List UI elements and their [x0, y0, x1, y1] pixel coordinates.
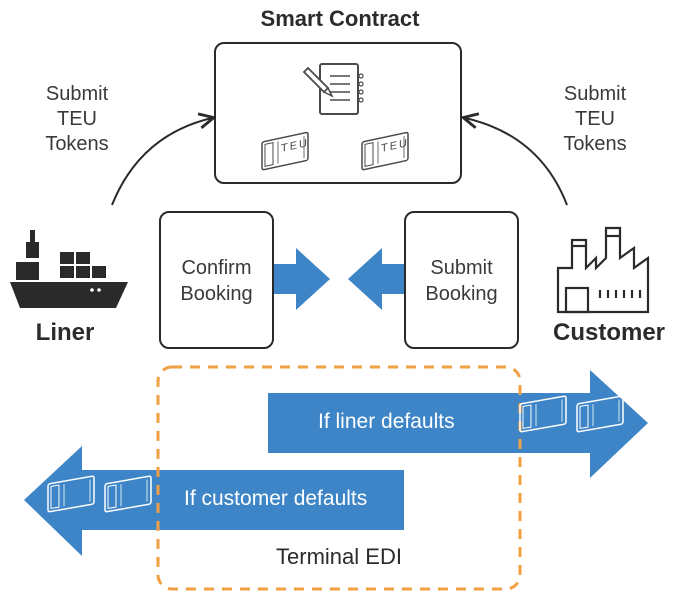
ship-icon — [10, 230, 128, 308]
customer-label: Customer — [552, 319, 666, 346]
line: Tokens — [563, 133, 627, 155]
line: Booking — [180, 283, 253, 305]
submit-booking-box: Submit Booking — [404, 211, 519, 349]
customer-defaults-label: If customer defaults — [184, 487, 368, 510]
customer-defaults-arrow — [24, 446, 404, 556]
liner-to-contract-arrow — [111, 118, 212, 206]
confirm-booking-label: Confirm Booking — [161, 255, 272, 307]
line: TEU — [575, 108, 615, 130]
confirm-booking-arrow — [274, 248, 330, 310]
confirm-booking-box: Confirm Booking — [159, 211, 274, 349]
factory-icon — [556, 226, 650, 314]
submit-booking-label: Submit Booking — [406, 255, 517, 307]
line: Submit — [563, 83, 627, 105]
liner-defaults-arrow — [268, 370, 648, 478]
line: Confirm — [181, 257, 252, 279]
liner-label: Liner — [35, 319, 95, 346]
smart-contract-title: Smart Contract — [260, 6, 420, 31]
liner-defaults-label: If liner defaults — [318, 410, 455, 433]
liner-submit-tokens-label: Submit TEU Tokens — [22, 82, 132, 157]
submit-booking-arrow — [348, 248, 404, 310]
customer-submit-tokens-label: Submit TEU Tokens — [540, 82, 650, 157]
document-pen-icon — [302, 63, 364, 115]
line: Submit — [45, 83, 109, 105]
line: Booking — [425, 283, 498, 305]
terminal-edi-label: Terminal EDI — [276, 544, 402, 569]
line: TEU — [57, 108, 97, 130]
terminal-edi-box — [156, 365, 522, 591]
line: Submit — [430, 257, 493, 279]
customer-to-contract-arrow — [465, 118, 568, 206]
smart-contract-box — [214, 42, 462, 184]
line: Tokens — [45, 133, 109, 155]
